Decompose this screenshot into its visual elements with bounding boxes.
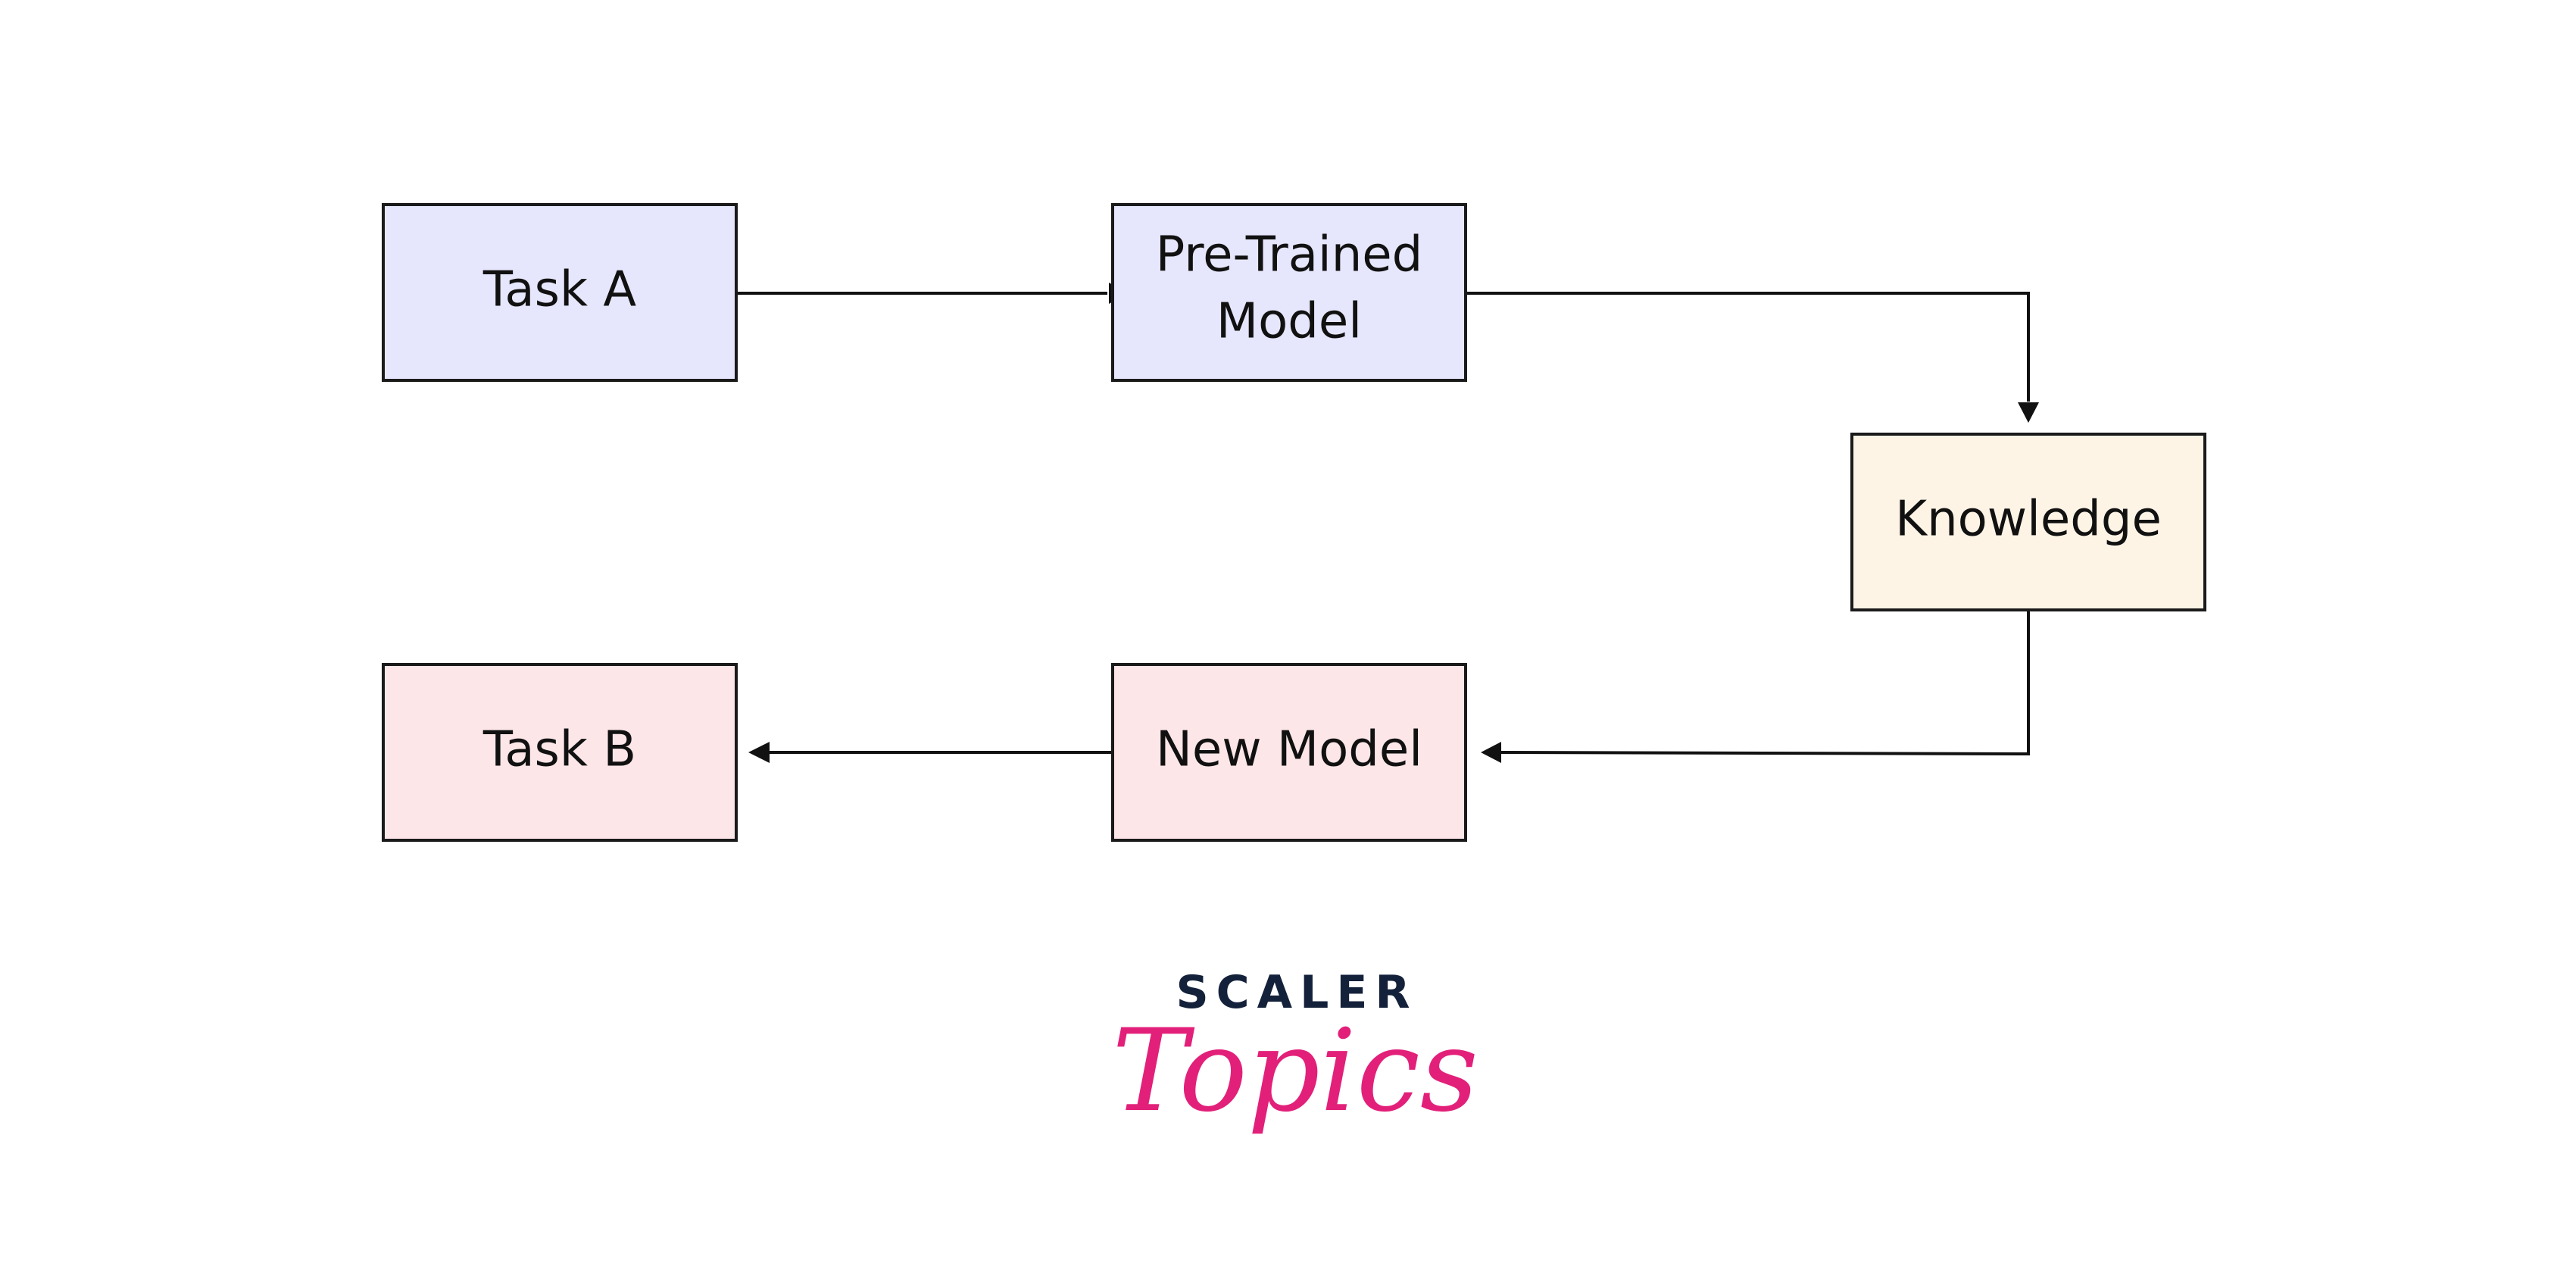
node-task-b-box (382, 663, 738, 842)
arrow-pretrained-to-knowledge (1466, 292, 2030, 402)
node-pretrained-model-label-line1: Pre-Trained (1156, 227, 1423, 283)
node-knowledge-label: Knowledge (1895, 492, 2162, 548)
node-task-a-box (382, 203, 738, 382)
arrow-knowledge-to-new-model (1500, 610, 2030, 756)
arrowhead-new-model (1481, 742, 1501, 763)
logo-topics-text: Topics (1112, 1005, 1478, 1137)
scaler-topics-logo: SCALER Topics (1112, 966, 1478, 1137)
node-pretrained-model-label-line2: Model (1216, 294, 1362, 350)
node-new-model-box (1111, 663, 1467, 842)
node-new-model-label: New Model (1156, 722, 1422, 778)
node-pretrained-model: Pre-Trained Model (1111, 203, 1467, 382)
node-new-model: New Model (1111, 663, 1467, 842)
node-task-b: Task B (382, 663, 738, 842)
arrowhead-task-b (748, 742, 770, 763)
edges (736, 283, 2039, 763)
node-knowledge: Knowledge (1850, 433, 2206, 611)
node-task-b-label: Task B (482, 722, 636, 778)
arrowhead-knowledge (2018, 402, 2039, 423)
logo-scaler-text: SCALER (1176, 966, 1417, 1019)
node-task-a: Task A (382, 203, 738, 382)
node-knowledge-box (1850, 433, 2206, 611)
node-task-a-label: Task A (482, 262, 636, 318)
node-pretrained-model-box (1111, 203, 1467, 382)
